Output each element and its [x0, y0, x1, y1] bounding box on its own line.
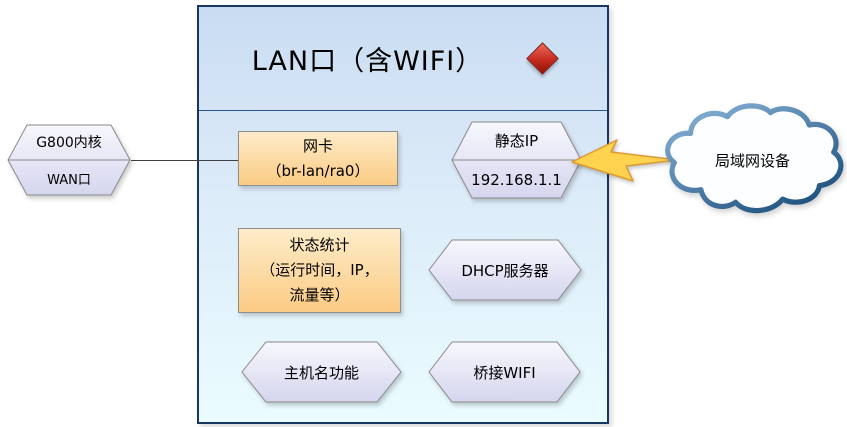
cloud-label: 局域网设备 [714, 151, 790, 170]
bridge-wifi-label: 桥接WIFI [473, 363, 536, 382]
node-nic: 网卡 （br-lan/ra0） [238, 131, 398, 186]
hostname-label: 主机名功能 [283, 363, 359, 382]
hexagon-shape [7, 124, 131, 196]
nic-label-line2: （br-lan/ra0） [266, 161, 370, 180]
panel-title: LAN口（含WIFI） [251, 46, 484, 77]
hexagon-shape [428, 341, 581, 403]
connector-line [131, 160, 238, 161]
node-hostname: 主机名功能 [241, 341, 402, 403]
lan-panel-header: LAN口（含WIFI） [199, 7, 607, 111]
hexagon-shape [451, 121, 582, 199]
lan-devices-cloud: 局域网设备 [658, 100, 847, 220]
dhcp-server-label: DHCP服务器 [461, 261, 549, 280]
wan-port-label: WAN口 [47, 172, 91, 188]
hexagon-shape [241, 341, 402, 403]
node-stats: 状态统计 （运行时间，IP， 流量等） [238, 228, 401, 313]
stats-line1: 状态统计 [289, 236, 350, 255]
node-static-ip: 静态IP 192.168.1.1 [451, 121, 582, 199]
stats-line2: （运行时间，IP， [260, 261, 379, 280]
hexagon-shape [428, 239, 582, 301]
node-bridge-wifi: 桥接WIFI [428, 341, 581, 403]
node-g800-core: G800内核 WAN口 [7, 124, 131, 196]
node-dhcp-server: DHCP服务器 [428, 239, 582, 301]
cloud-shape [665, 103, 844, 214]
diamond-icon [526, 42, 559, 75]
nic-label-line1: 网卡 [302, 136, 333, 155]
static-ip-address: 192.168.1.1 [471, 170, 562, 189]
g800-core-label: G800内核 [36, 135, 102, 151]
stats-line3: 流量等） [289, 285, 350, 304]
static-ip-label: 静态IP [494, 132, 539, 150]
